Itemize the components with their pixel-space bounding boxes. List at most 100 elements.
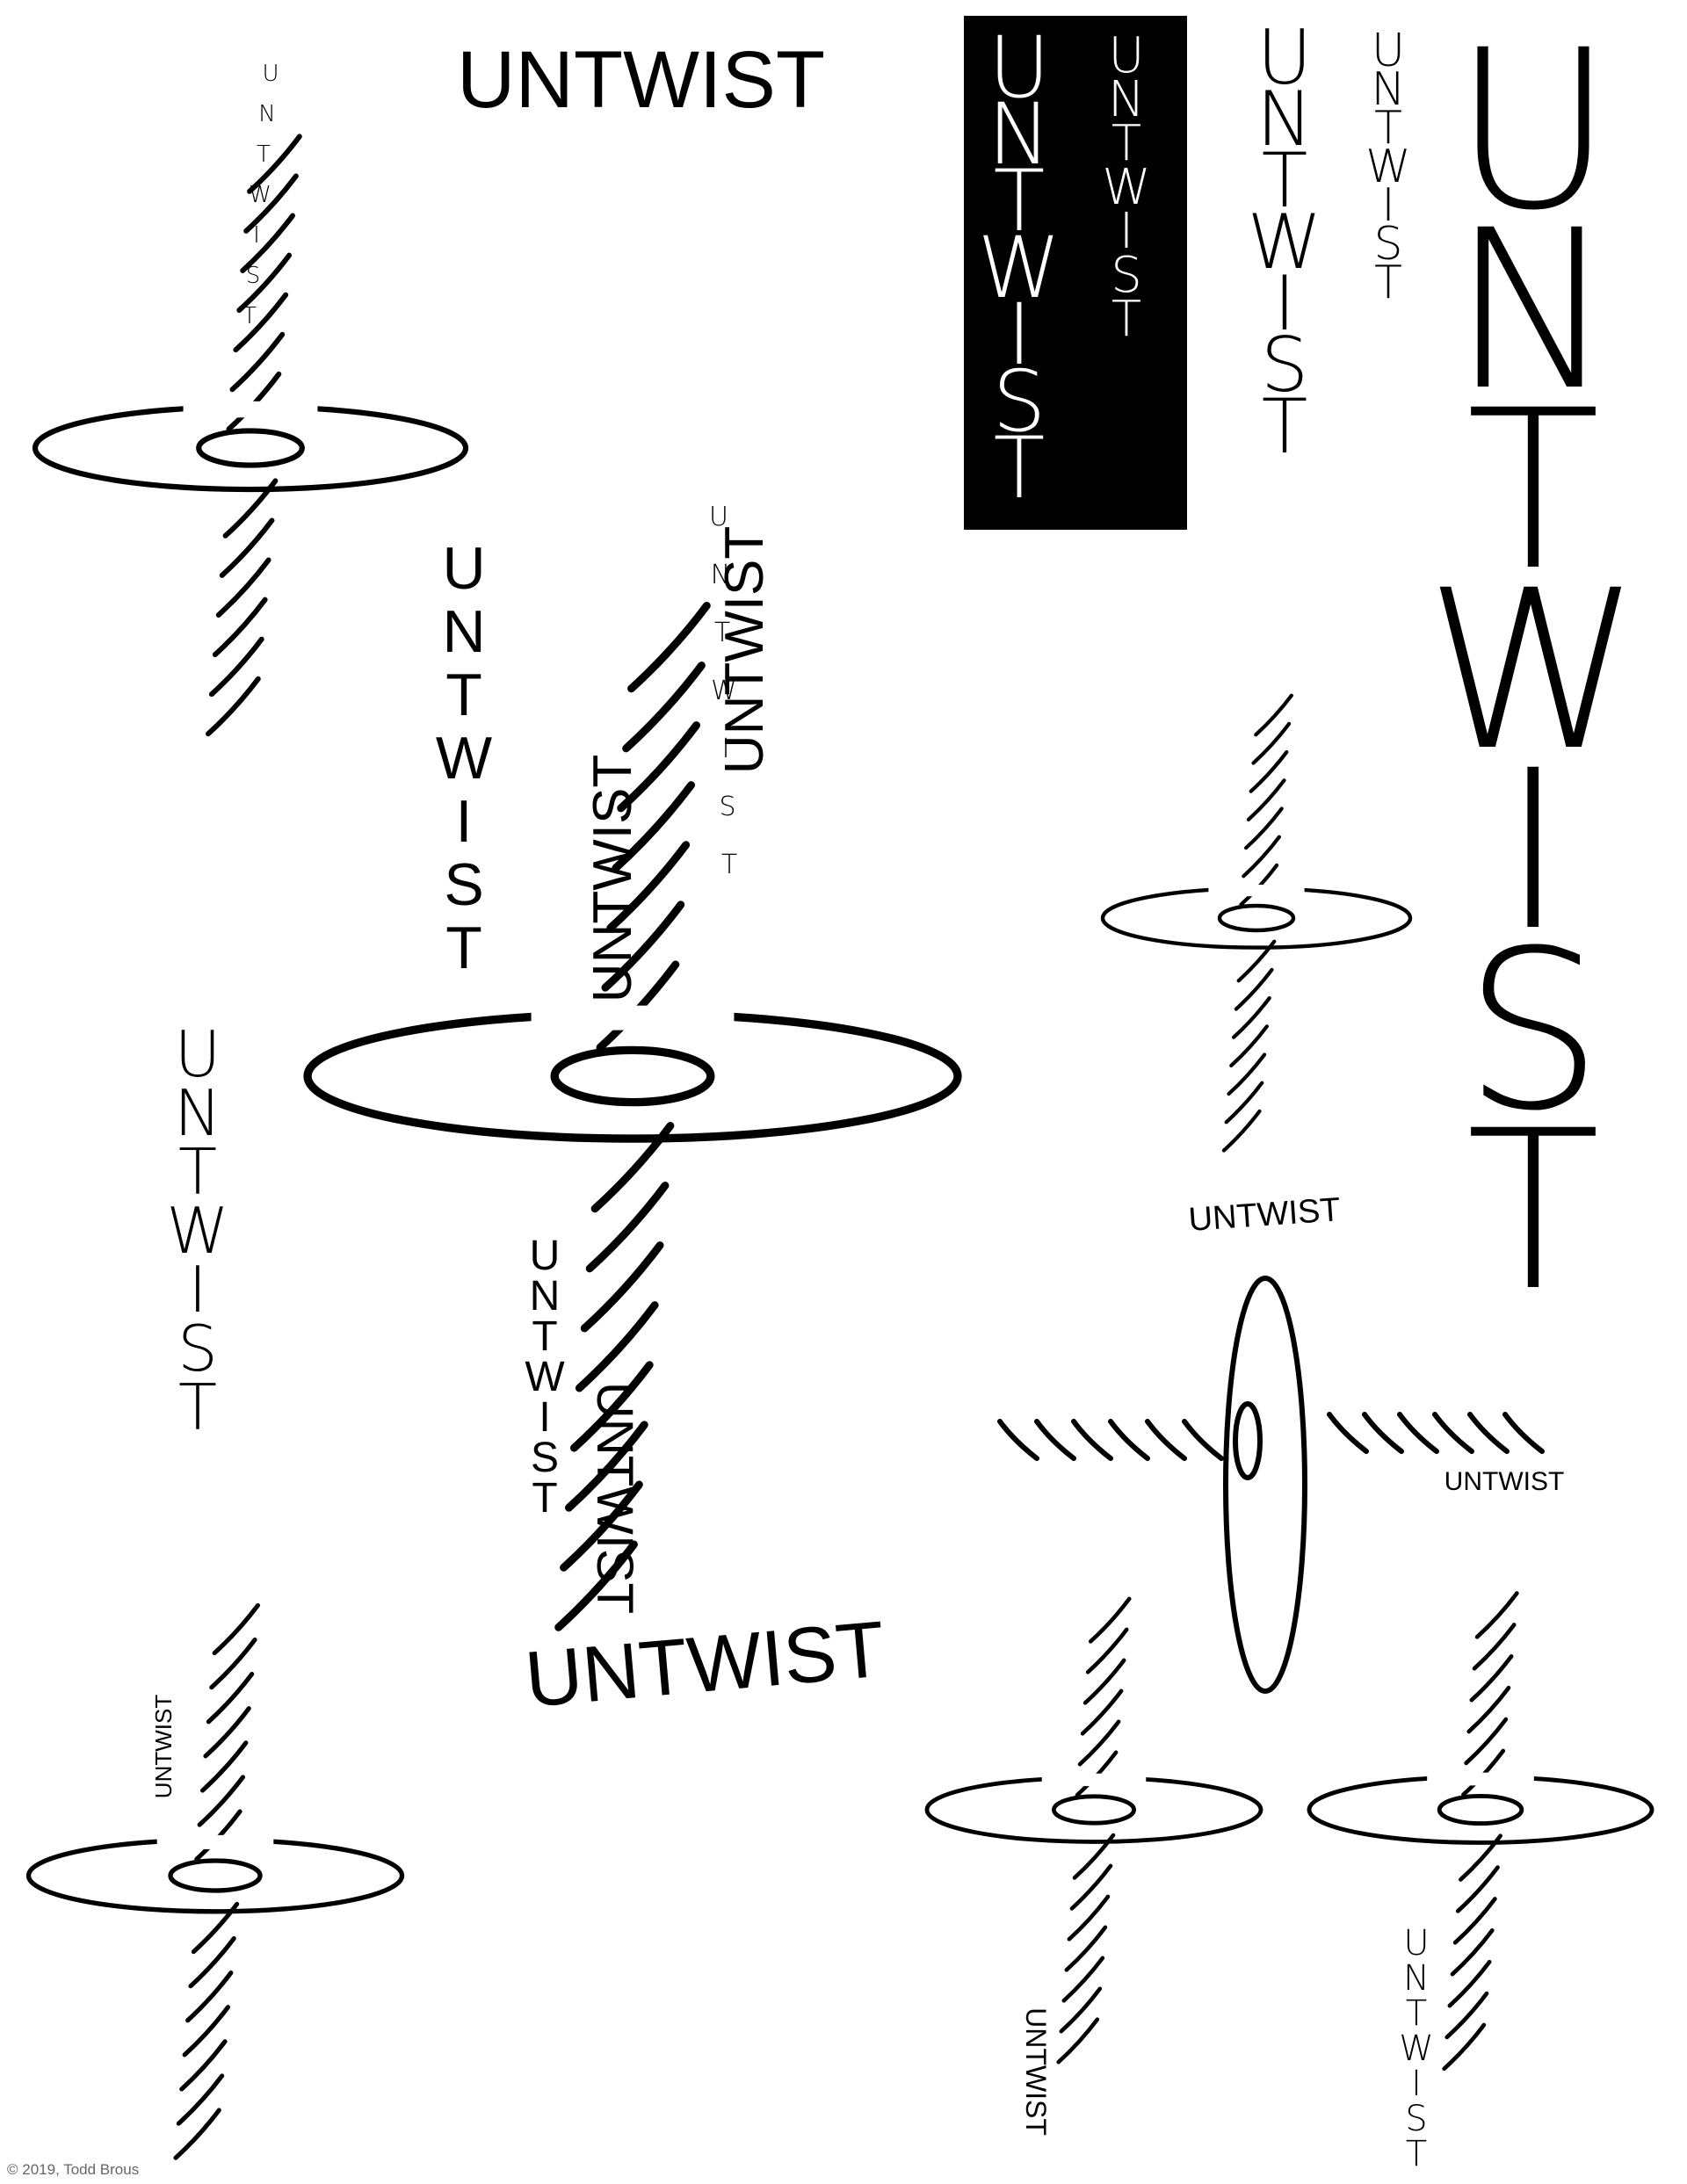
word-letter: U (709, 502, 728, 532)
word-letter: N (530, 1273, 561, 1320)
word-letter: T (1262, 137, 1308, 225)
twist-stroke (1088, 1596, 1132, 1644)
twist-stroke (229, 331, 286, 393)
word-letter: I (1007, 286, 1032, 384)
twist-stroke (1244, 806, 1284, 850)
twist-stroke (1469, 1654, 1514, 1703)
twist-stroke (212, 1602, 260, 1656)
word-letter: W (711, 676, 737, 706)
word-letter: T (1111, 115, 1141, 172)
disk-outer-ring (1100, 886, 1413, 950)
twist-stroke (601, 900, 685, 992)
twist-stroke (1459, 1833, 1502, 1882)
disk-inner-ring (1217, 903, 1296, 933)
twist-stroke (215, 557, 272, 618)
twist-stroke (1246, 778, 1286, 822)
untwist-right-spindle-label: UNTWIST (1187, 1191, 1342, 1239)
untwist-title-top: UNTWIST (457, 35, 825, 125)
twist-stroke (188, 1935, 236, 1989)
untwist-vertical-top-2: UNTWIST (1365, 25, 1410, 309)
twist-stroke (1221, 1109, 1262, 1153)
twist-stroke (1067, 1894, 1111, 1942)
word-letter: I (188, 1253, 206, 1327)
twist-stroke (1327, 1412, 1369, 1454)
twist-stroke (1455, 1865, 1500, 1913)
twist-stroke (1069, 1863, 1113, 1911)
word-letter: T (714, 618, 730, 648)
disk-outer-ring (32, 403, 469, 493)
disk-gap (1208, 884, 1305, 897)
twist-stroke (1056, 2017, 1100, 2065)
twist-stroke (173, 2108, 221, 2160)
word-letter: U (988, 18, 1050, 117)
word-letter: U (175, 1017, 221, 1091)
untwist-rotated-center-left: UNTWIST (583, 755, 643, 1002)
untwist-tilted-large: UNTWIST (522, 1605, 888, 1724)
word-letter: S (531, 1435, 559, 1481)
word-letter: S (1464, 903, 1604, 1159)
spindle-top-left (32, 134, 469, 737)
disk-outer-ring (25, 1837, 405, 1914)
word-letter: S (1111, 247, 1142, 304)
word-letter: S (177, 1312, 218, 1385)
twist-stroke (1077, 1719, 1121, 1767)
twist-stroke (1467, 1412, 1510, 1454)
word-letter: W (166, 1194, 228, 1268)
word-letter: T (1466, 363, 1601, 618)
untwist-vertical-left-lower: UNTWIST (166, 1017, 228, 1444)
word-letter: S (1405, 2099, 1427, 2139)
twist-stroke (240, 213, 295, 273)
word-letter: S (1373, 218, 1402, 271)
twist-stroke (1182, 1419, 1224, 1461)
twist-stroke (1362, 1412, 1404, 1454)
twist-stroke (1444, 1991, 1489, 2040)
spindle-right-mid (1100, 693, 1413, 1153)
word-letter: U (1403, 1923, 1429, 1963)
word-letter: N (258, 101, 275, 127)
word-letter: I (722, 734, 730, 764)
word-letter: T (532, 1475, 557, 1522)
twist-stroke (1080, 1689, 1124, 1736)
twist-stroke (1145, 1419, 1187, 1461)
twist-stroke (1061, 1956, 1105, 2003)
word-letter: N (988, 85, 1051, 184)
word-letter: S (719, 792, 735, 822)
word-letter: I (1119, 203, 1134, 260)
word-letter: U (1372, 25, 1405, 77)
twist-stroke (206, 676, 261, 737)
untwist-on-spindle-top-left: UNTWIST (243, 61, 279, 329)
twist-stroke (1034, 1419, 1076, 1461)
word-letter: T (178, 1135, 217, 1209)
twist-stroke (554, 1540, 638, 1631)
twist-stroke (1242, 835, 1281, 879)
word-letter: S (1261, 322, 1309, 409)
twist-stroke (219, 517, 275, 578)
twist-stroke (1072, 1833, 1116, 1880)
word-letter: T (1406, 1993, 1427, 2034)
twist-stroke (1227, 1052, 1267, 1096)
word-letter: T (1262, 383, 1308, 471)
word-letter: T (445, 915, 482, 981)
word-letter: U (1109, 27, 1145, 84)
word-letter: I (1501, 723, 1566, 979)
word-letter: S (246, 263, 261, 289)
twist-stroke (243, 173, 299, 234)
word-letter: N (1403, 1958, 1430, 1999)
word-letter: T (243, 303, 257, 329)
twist-stroke (622, 662, 706, 753)
untwist-panel-large: UNTWIST (978, 18, 1061, 517)
black-panel (964, 16, 1187, 530)
word-letter: T (994, 152, 1046, 250)
twist-stroke (212, 597, 268, 658)
twist-stroke (209, 1637, 257, 1690)
untwist-vertical-left-mid: UNTWIST (436, 535, 492, 981)
twist-stroke (1059, 1986, 1103, 2034)
word-letter: N (1256, 76, 1313, 163)
twist-stroke (565, 1421, 648, 1512)
twist-stroke (1254, 693, 1293, 737)
untwist-on-spindle-center: UNTWIST (709, 502, 737, 880)
disk-outer-ring (303, 1009, 962, 1143)
word-letter: I (1273, 260, 1295, 348)
twist-stroke (1432, 1412, 1474, 1454)
untwist-panel-small: UNTWIST (1102, 27, 1150, 348)
